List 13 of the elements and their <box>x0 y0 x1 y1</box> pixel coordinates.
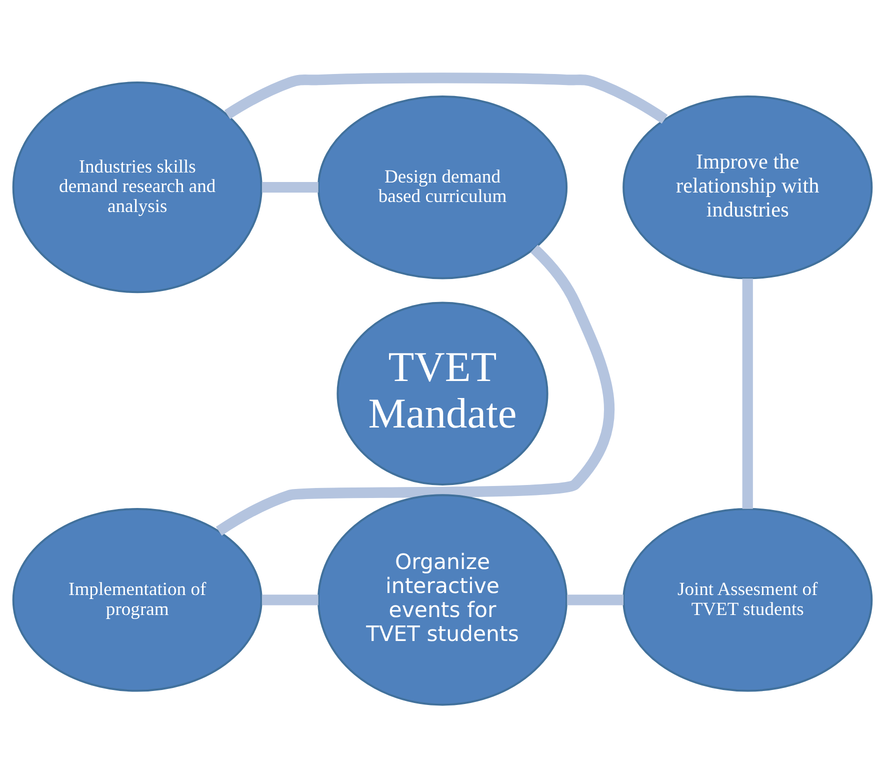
node-ellipse: Industries skills demand research and analysis <box>12 82 262 294</box>
connector <box>216 244 614 536</box>
node-ellipse: Improve the relationship with industries <box>622 95 873 280</box>
node-ellipse: Joint Assesment of TVET students <box>622 508 873 692</box>
node-ellipse: Organize interactive events for TVET students <box>317 494 568 706</box>
connector <box>742 278 753 509</box>
node-ellipse: Design demand based curriculum <box>317 95 568 280</box>
connector <box>262 594 318 606</box>
connector <box>262 182 318 193</box>
node-ellipse: Implementation of program <box>12 508 262 692</box>
connector <box>567 594 624 606</box>
connector <box>224 72 668 124</box>
node-ellipse: TVET Mandate <box>336 302 548 486</box>
